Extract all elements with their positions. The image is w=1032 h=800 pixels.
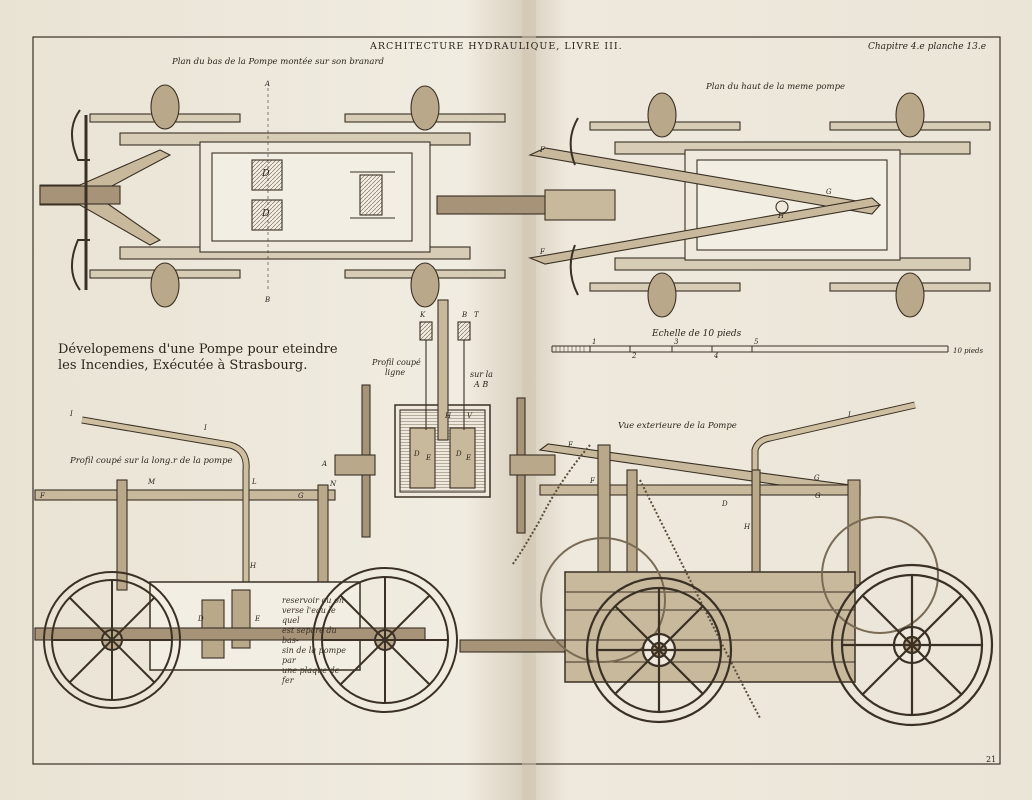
ref-letter-E: E <box>255 615 261 623</box>
reservoir-note: reservoir ou on verse l'eau le quel est … <box>282 596 352 686</box>
longitudinal-caption: Profil coupé sur la long.r de la pompe <box>70 456 233 466</box>
ref-letter-I: I <box>70 410 73 418</box>
rear-wheel-right <box>830 563 994 727</box>
ref-letter-F: F <box>40 492 45 500</box>
ref-letter-L: L <box>252 478 257 486</box>
plan-bottom-view <box>39 84 506 308</box>
ref-letter-F: F <box>590 477 595 485</box>
draw-bar <box>39 185 121 205</box>
cross-section-caption-1: Profil coupé <box>372 358 421 367</box>
exterior-view <box>459 401 994 727</box>
reservoir-note-line: une plaque de fer <box>282 666 340 685</box>
scale-tick-label: 4 <box>714 352 719 360</box>
wheel-hub <box>150 84 180 130</box>
cylinder-2 <box>251 199 283 231</box>
ref-letter-I: I <box>204 424 207 432</box>
ref-letter-T: T <box>474 311 479 319</box>
reservoir-note-line: verse l'eau le quel <box>282 606 336 625</box>
pump-body <box>564 571 856 683</box>
plate-border <box>32 36 1001 765</box>
reservoir-note-line: est separé du bas- <box>282 626 337 645</box>
pump-tank <box>149 581 361 671</box>
scale-bar <box>551 345 949 353</box>
plan-top-caption: Plan du haut de la meme pompe <box>706 82 846 92</box>
ref-letter-B: B <box>265 296 271 304</box>
scale-tick-label: 1 <box>592 338 597 346</box>
ref-letter-E: E <box>426 454 432 462</box>
front-wheel-left <box>312 567 458 713</box>
plan-top-view <box>436 92 991 318</box>
ref-letter-G: G <box>298 492 304 500</box>
plate-heading-line-2: les Incendies, Exécutée à Strasbourg. <box>58 358 308 373</box>
ref-letter-A: A <box>265 80 271 88</box>
ref-letter-A: A <box>322 460 328 468</box>
plan-bottom-caption: Plan du bas de la Pompe montée sur son b… <box>172 57 384 67</box>
ref-letter-N: N <box>330 480 337 488</box>
ref-letter-G: G <box>815 492 821 500</box>
rear-wheel-left <box>43 571 181 709</box>
scale-end-label: 10 pieds <box>953 347 984 355</box>
cross-section-caption-2: ligne <box>385 368 406 377</box>
ref-letter-D: D <box>456 450 462 458</box>
ref-letter-F: F <box>568 441 573 449</box>
ref-letter-K: K <box>420 311 426 319</box>
ref-letter-D: D <box>722 500 728 508</box>
ref-letter-B: B <box>462 311 468 319</box>
ref-letter-I: I <box>848 411 851 419</box>
cross-section-caption-4: A B <box>474 380 489 389</box>
cross-section-view <box>334 299 556 538</box>
cylinder-1 <box>251 159 283 191</box>
page-number: 21 <box>986 755 997 764</box>
ref-letter-E: E <box>466 454 472 462</box>
plate-title: ARCHITECTURE HYDRAULIQUE, LIVRE III. <box>370 41 623 52</box>
ref-letter-V: V <box>467 412 473 420</box>
exterior-caption: Vue exterieure de la Pompe <box>618 421 737 431</box>
ref-letter-D: D <box>262 168 270 179</box>
reservoir-note-line: reservoir ou on <box>282 596 344 605</box>
longitudinal-section-view <box>34 416 458 713</box>
reservoir-note-line: sin de la pompe par <box>282 646 347 665</box>
ref-letter-H: H <box>445 412 452 420</box>
ref-letter-M: M <box>148 478 156 486</box>
ref-letter-H: H <box>250 562 257 570</box>
plate-heading-line-1: Dévelopemens d'une Pompe pour eteindre <box>58 342 338 357</box>
ref-letter-F: F <box>540 146 545 154</box>
chapter-label: Chapitre 4.e planche 13.e <box>868 42 987 52</box>
ref-letter-D: D <box>262 208 270 219</box>
ref-letter-F: F <box>540 248 545 256</box>
ref-letter-D: D <box>198 615 204 623</box>
ref-letter-D: D <box>414 450 420 458</box>
ref-letter-G: G <box>826 188 832 196</box>
scale-tick-label: 5 <box>754 338 759 346</box>
ref-letter-G: G <box>814 474 820 482</box>
ref-letter-H: H <box>744 523 751 531</box>
scale-label: Echelle de 10 pieds <box>652 329 742 339</box>
front-wheel-right <box>585 576 733 724</box>
scale-tick-label: 2 <box>632 352 637 360</box>
ref-letter-H: H <box>778 212 785 220</box>
scale-tick-label: 3 <box>674 338 679 346</box>
cross-section-caption-3: sur la <box>470 370 493 379</box>
